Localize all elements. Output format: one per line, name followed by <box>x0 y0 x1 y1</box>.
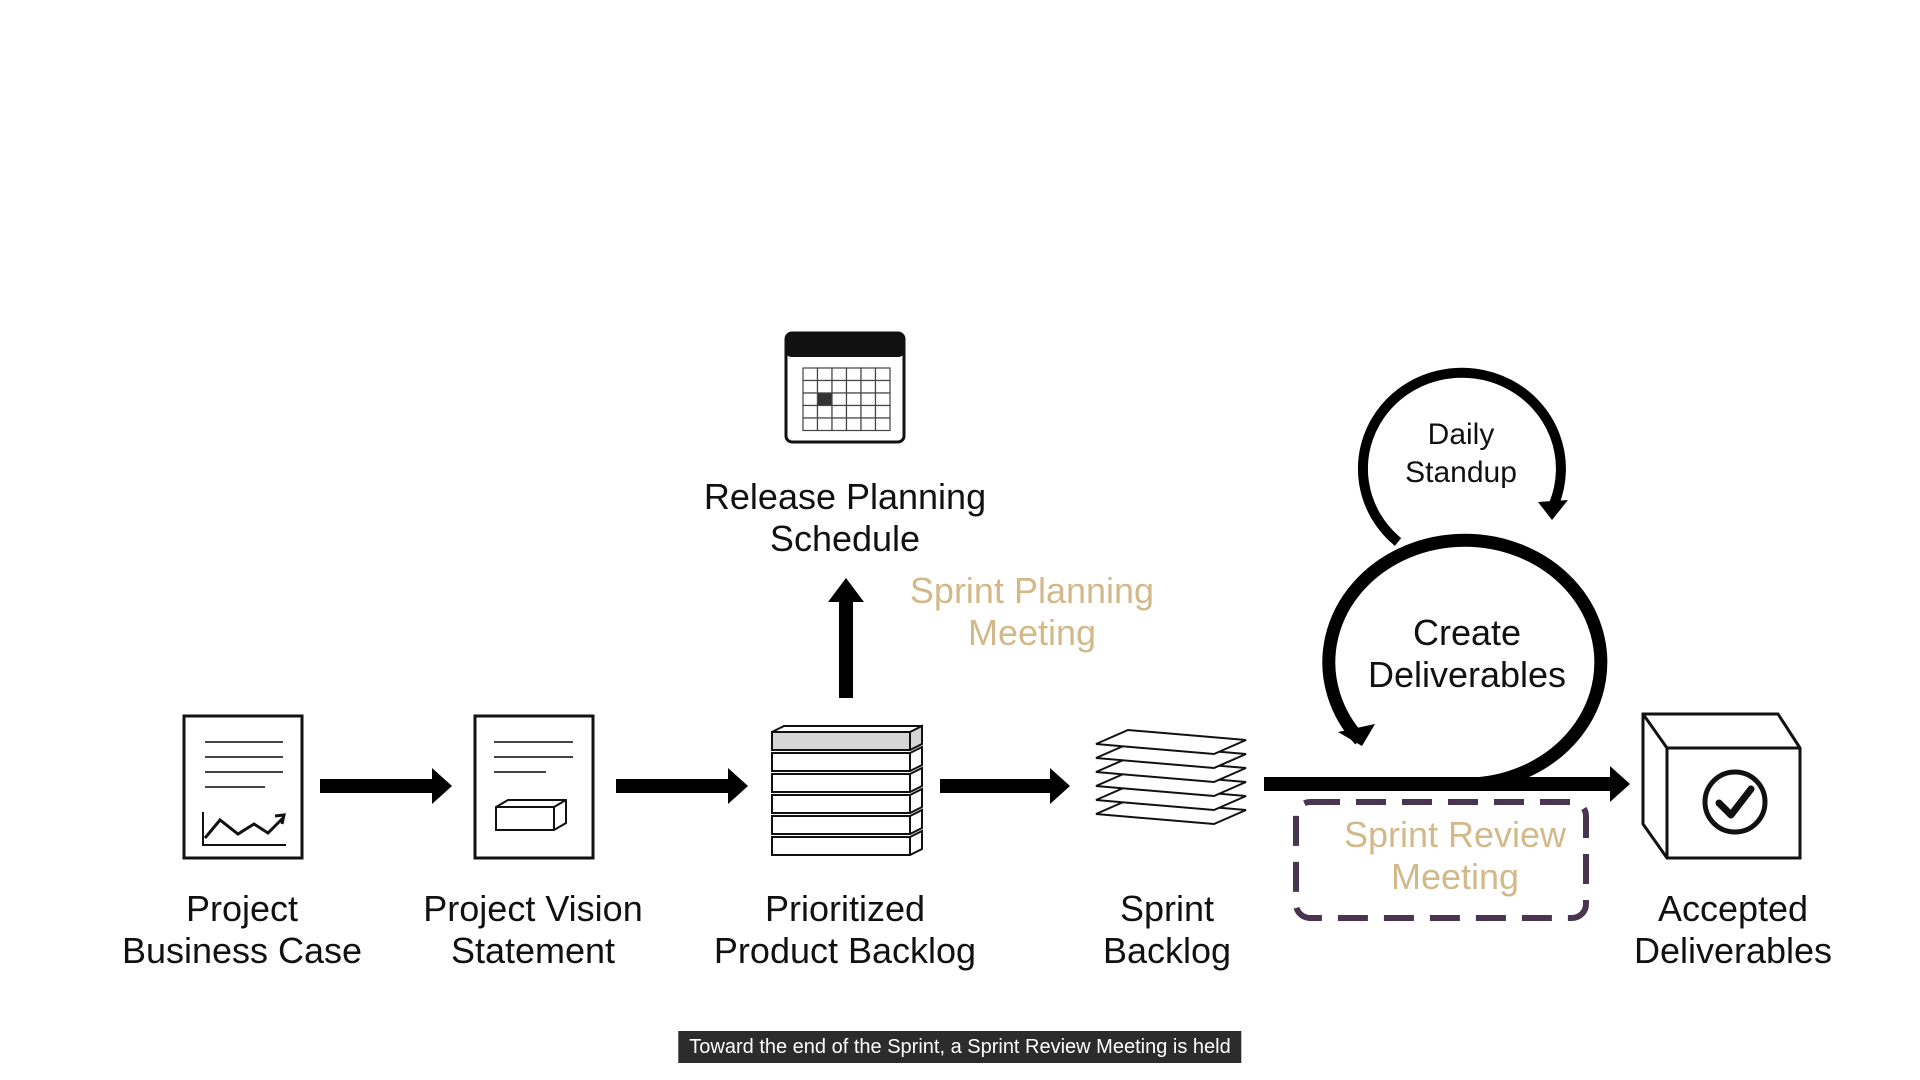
calendar-cell <box>845 379 862 394</box>
flow-arrow-3 <box>940 768 1070 804</box>
calendar-cell <box>874 417 891 432</box>
flow-arrow-up <box>828 578 864 698</box>
calendar-cell <box>831 379 848 394</box>
flow-arrow-2 <box>616 768 748 804</box>
backlog-bar <box>771 766 923 793</box>
calendar-cell <box>802 379 819 394</box>
calendar-cell <box>816 367 833 382</box>
calendar-cell <box>860 379 877 394</box>
subtitle-caption: Toward the end of the Sprint, a Sprint R… <box>678 1031 1242 1063</box>
calendar-cell <box>860 367 877 382</box>
daily-standup-loop <box>1358 367 1568 546</box>
calendar-cell <box>845 392 862 407</box>
document-box-icon <box>473 714 595 860</box>
flow-arrow-1 <box>320 768 452 804</box>
calendar-cell <box>802 417 819 432</box>
backlog-bar <box>771 808 923 835</box>
calendar-cell <box>831 417 848 432</box>
backlog-bar <box>771 787 923 814</box>
backlog-sheet <box>1095 784 1247 812</box>
calendar-cell <box>816 417 833 432</box>
flow-arrow-4 <box>1264 766 1630 802</box>
calendar-cell <box>874 379 891 394</box>
calendar-cell <box>802 392 819 407</box>
calendar-cell <box>860 392 877 407</box>
calendar-cell <box>845 367 862 382</box>
calendar-cell <box>816 379 833 394</box>
backlog-bar <box>771 724 923 751</box>
backlog-bar <box>771 829 923 856</box>
calendar-cell <box>860 417 877 432</box>
calendar-cell <box>874 404 891 419</box>
sprint-review-frame <box>1293 799 1589 921</box>
backlog-sheet <box>1095 756 1247 784</box>
calendar-cell <box>860 404 877 419</box>
calendar-cell <box>816 392 833 407</box>
stacked-backlog-icon <box>771 724 923 856</box>
create-deliverables-loop <box>1322 533 1608 791</box>
calendar-cell <box>802 367 819 382</box>
calendar-cell <box>831 404 848 419</box>
calendar-cell <box>874 392 891 407</box>
backlog-sheet <box>1095 798 1247 826</box>
calendar-icon <box>784 331 906 444</box>
backlog-sheet <box>1095 770 1247 798</box>
backlog-bar <box>771 745 923 772</box>
document-chart-icon <box>182 714 304 860</box>
backlog-sheet <box>1095 742 1247 770</box>
backlog-sheet <box>1095 728 1247 756</box>
checkmark-box-icon <box>1641 712 1802 860</box>
calendar-cell <box>845 404 862 419</box>
calendar-cell <box>831 392 848 407</box>
calendar-cell <box>874 367 891 382</box>
calendar-cell <box>802 404 819 419</box>
stacked-sheets-icon <box>1095 728 1247 826</box>
calendar-cell <box>831 367 848 382</box>
calendar-cell <box>845 417 862 432</box>
calendar-cell <box>816 404 833 419</box>
